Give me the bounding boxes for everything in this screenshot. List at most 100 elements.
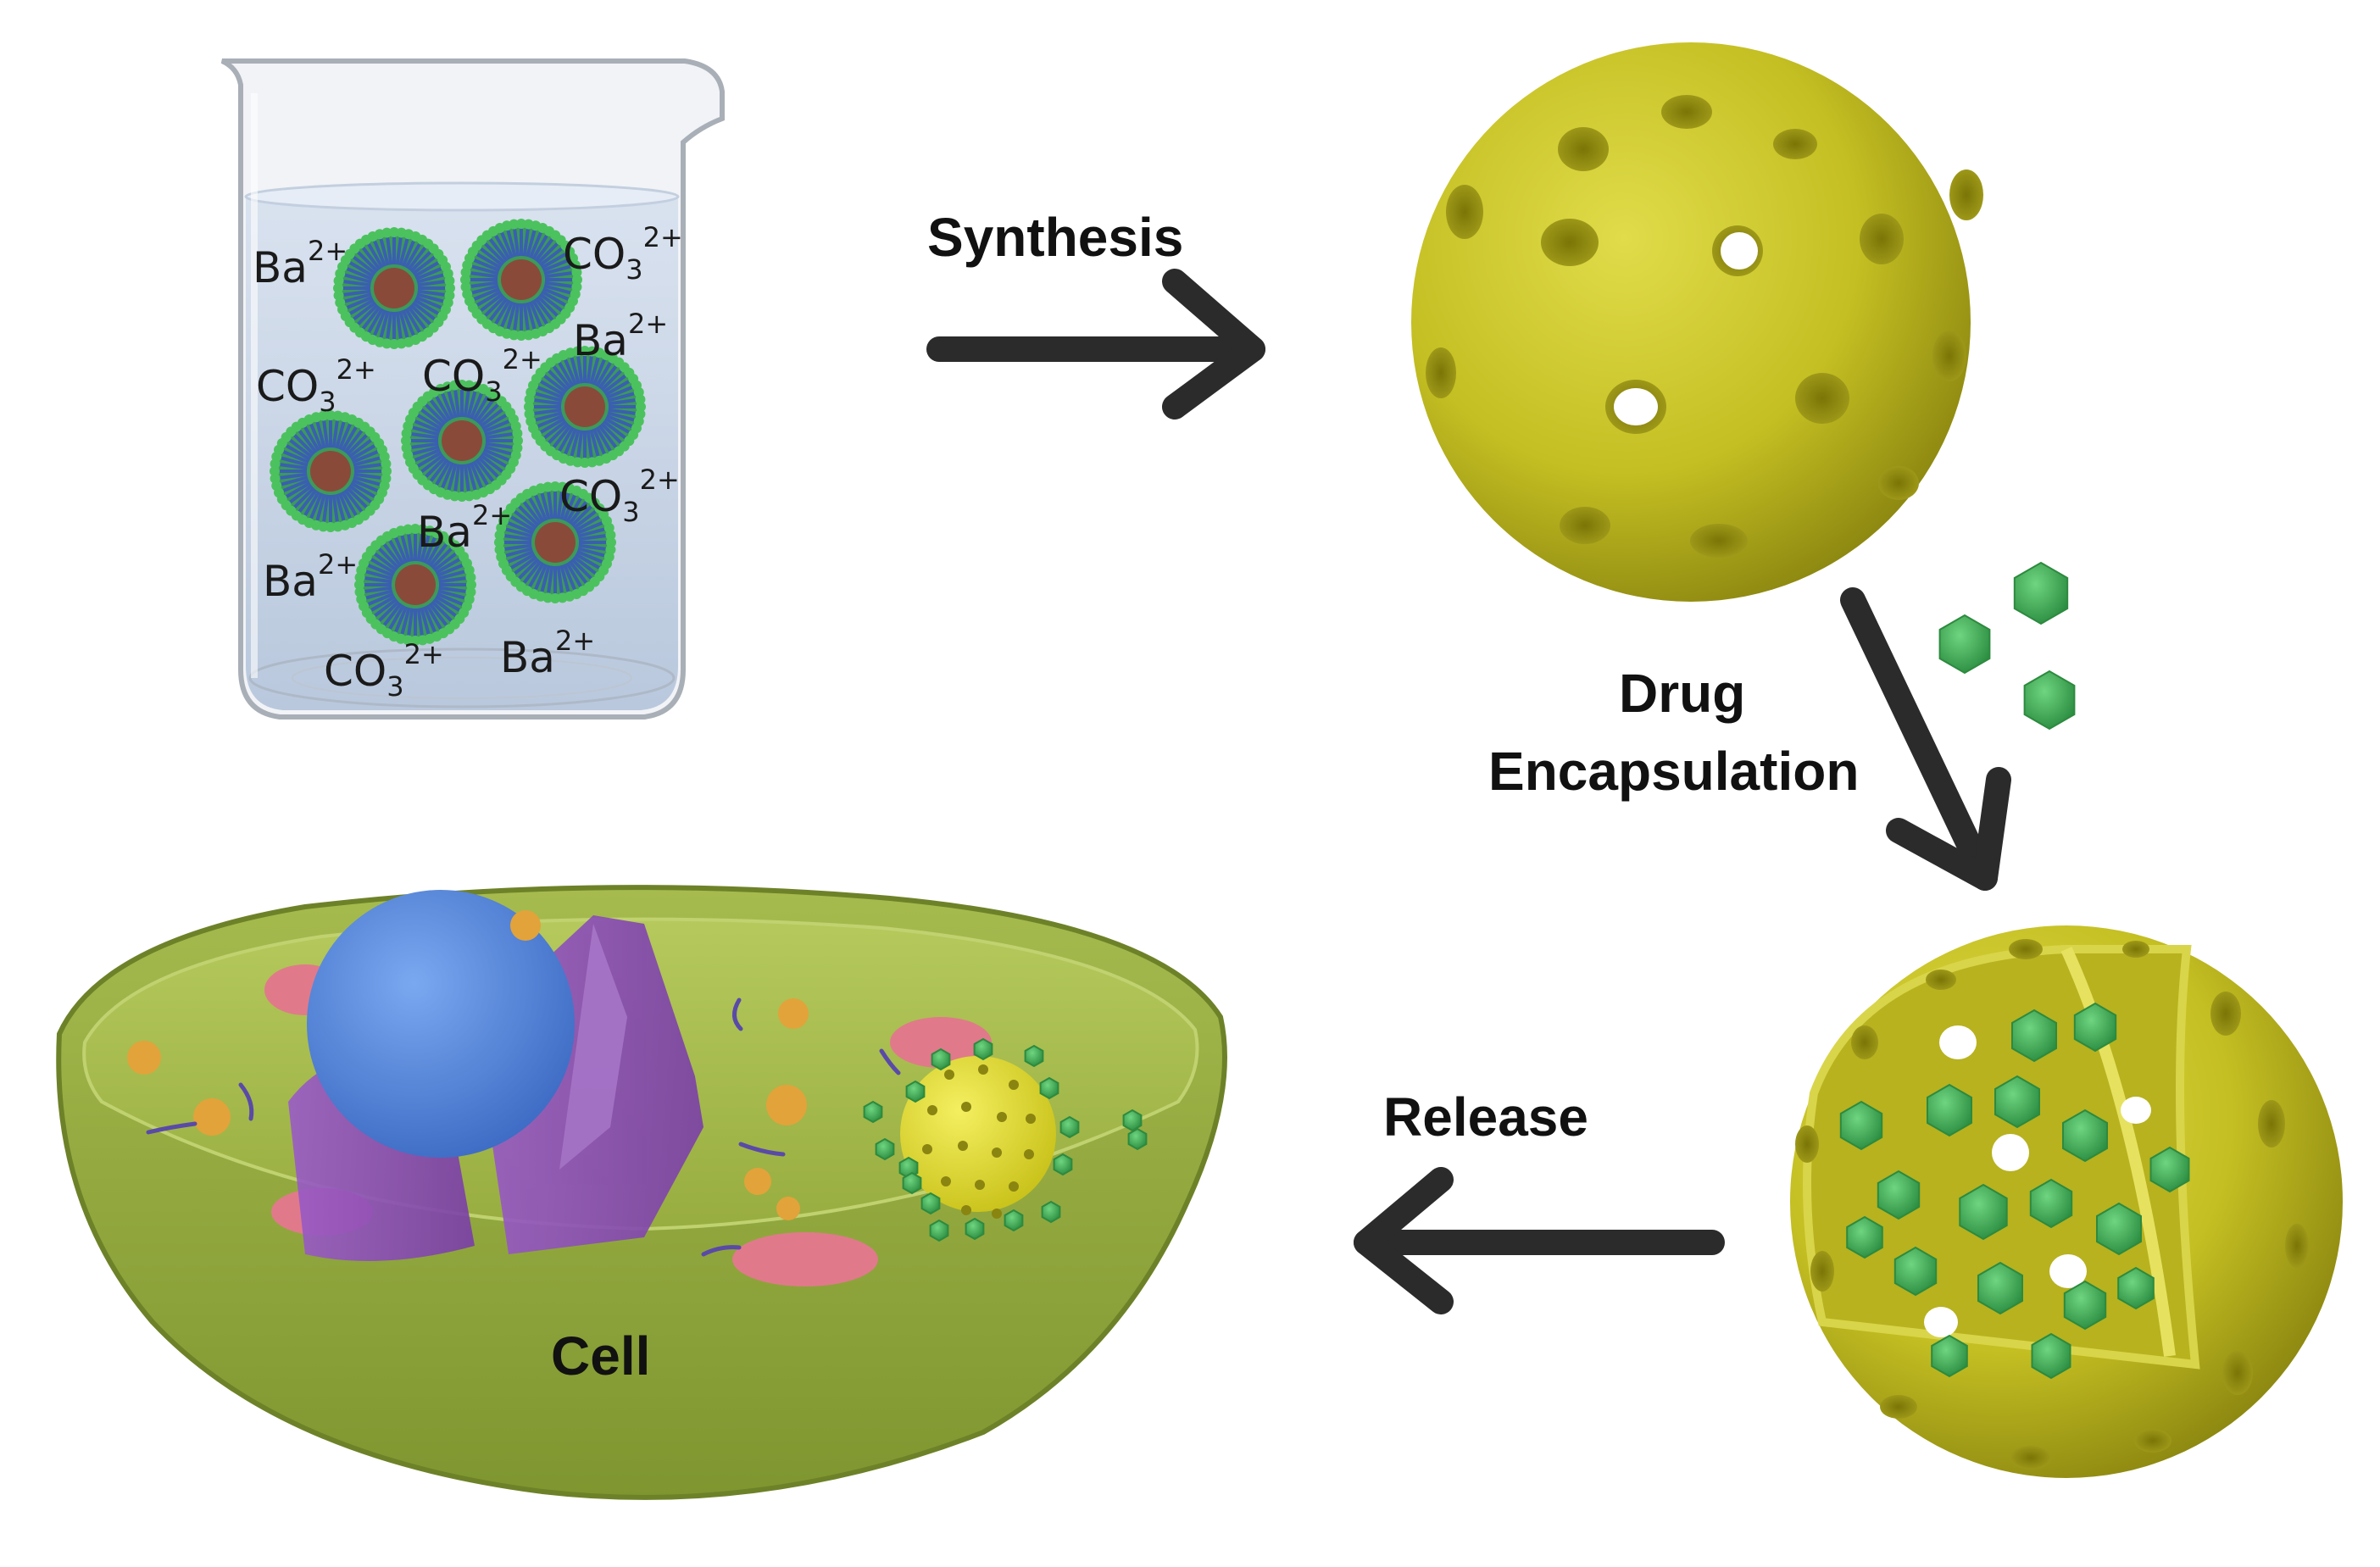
pore-open: [1939, 1025, 1977, 1059]
micelle-group: [270, 219, 646, 646]
drug-molecule: [1931, 1334, 1968, 1378]
drug-molecule: [2031, 1332, 2071, 1380]
ion-label: Ba2+: [417, 499, 513, 557]
release-label: Release: [1383, 1086, 1588, 1147]
drug-molecule: [1927, 1083, 1972, 1137]
pore: [1009, 1181, 1019, 1192]
pore-open: [1992, 1134, 2029, 1171]
pore: [2122, 941, 2149, 958]
drug-molecule: [2073, 1002, 2117, 1053]
drug-molecule: [2062, 1109, 2108, 1163]
drug-molecule: [1053, 1153, 1073, 1176]
drug-molecule: [2023, 670, 2076, 731]
drug-molecule: [1122, 1109, 1143, 1132]
micelle: [354, 524, 476, 646]
ion-label: CO32+: [559, 464, 680, 528]
drug-molecule: [905, 1080, 926, 1103]
pore: [978, 1064, 988, 1075]
pore: [992, 1209, 1002, 1219]
pore: [2210, 992, 2241, 1036]
pore: [2258, 1100, 2285, 1147]
drug-label: Drug: [1619, 663, 1746, 724]
pore: [944, 1070, 954, 1080]
drug-molecule: [1938, 614, 1991, 675]
drug-molecule: [931, 1047, 951, 1071]
pore-open: [1614, 388, 1658, 425]
pore: [1690, 524, 1748, 558]
pore: [1661, 95, 1712, 129]
drug-molecule: [1977, 1261, 2023, 1315]
porous-sphere: [1411, 42, 1983, 602]
pore: [1932, 331, 1966, 381]
filaments: [146, 997, 901, 1257]
pore: [1926, 970, 1956, 990]
cell-label: Cell: [551, 1325, 651, 1386]
pore: [2222, 1351, 2253, 1395]
ion-label: Ba2+: [573, 308, 669, 365]
encapsulated-drugs: [1839, 1002, 2190, 1380]
drug-molecule: [2096, 1202, 2142, 1256]
vesicles: [127, 910, 809, 1220]
drug-molecule: [863, 1100, 883, 1124]
drug-molecule: [2117, 1266, 2155, 1310]
pore: [1795, 373, 1849, 424]
ion-label: CO32+: [563, 221, 683, 286]
synthesis-label: Synthesis: [927, 207, 1184, 268]
pore: [1009, 1080, 1019, 1090]
drug-molecule: [965, 1217, 985, 1241]
release-arrow: [1354, 1167, 1725, 1314]
pore: [927, 1105, 937, 1115]
drug-molecule: [1004, 1209, 1024, 1232]
drug-molecule: [2063, 1280, 2107, 1331]
drug-molecule: [929, 1219, 949, 1242]
micelle: [460, 219, 582, 341]
pore: [1541, 219, 1599, 266]
pore: [1446, 185, 1483, 239]
released-drugs: [863, 1037, 1148, 1242]
drug-molecule: [1893, 1246, 1938, 1297]
ion-label: CO32+: [422, 343, 542, 408]
drug-molecule: [1959, 1183, 2008, 1241]
micelle: [270, 410, 392, 532]
ion-label: CO32+: [324, 638, 444, 703]
drug-molecule: [1127, 1127, 1148, 1151]
pore: [961, 1102, 971, 1112]
pore: [1026, 1114, 1036, 1124]
nucleus: [307, 890, 575, 1158]
pore: [941, 1176, 951, 1186]
pore: [1560, 507, 1610, 544]
pore: [1878, 466, 1919, 500]
drug-molecules: [1938, 561, 2076, 731]
pore-open: [1721, 232, 1758, 270]
ion-label: CO32+: [256, 353, 376, 418]
drug-molecule: [902, 1171, 922, 1195]
drug-molecule: [920, 1192, 941, 1215]
micelle: [524, 346, 646, 468]
pore: [922, 1144, 932, 1154]
pore: [1880, 1395, 1917, 1419]
ion-label: Ba2+: [253, 235, 348, 292]
pore: [2285, 1224, 2309, 1268]
ion-label: Ba2+: [263, 548, 359, 606]
pore: [1773, 129, 1817, 159]
pore: [2009, 939, 2043, 959]
pore: [975, 1180, 985, 1190]
pore: [1795, 1125, 1819, 1163]
drug-molecule: [1877, 1170, 1921, 1220]
micelle: [333, 227, 455, 349]
pore: [1860, 214, 1904, 264]
pore: [997, 1112, 1007, 1122]
encapsulation-label: Encapsulation: [1488, 741, 1860, 802]
synthesis-arrow: [926, 269, 1265, 420]
drug-molecule: [1024, 1044, 1044, 1068]
ion-label: Ba2+: [500, 625, 596, 682]
micelle: [494, 481, 616, 603]
pore: [2134, 1429, 2171, 1453]
drug-molecule: [2149, 1146, 2190, 1193]
pore-open: [2049, 1254, 2087, 1288]
drug-molecule: [875, 1137, 895, 1161]
pore-open: [2121, 1097, 2151, 1124]
pore: [992, 1147, 1002, 1158]
